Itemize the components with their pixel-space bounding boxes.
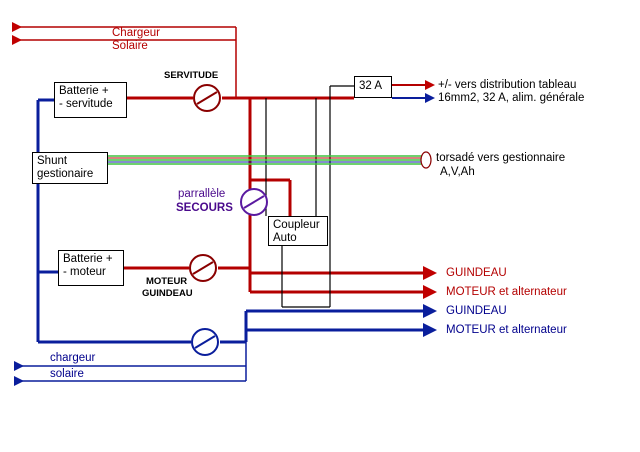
battery-moteur-line2: - moteur	[63, 266, 106, 278]
arrow-moteur-blue	[423, 323, 437, 337]
coupleur-box: Coupleur Auto	[268, 216, 328, 246]
switch-negative	[191, 328, 219, 356]
moteur-alt-blue-label: MOTEUR et alternateur	[446, 324, 567, 336]
switch-servitude	[193, 84, 221, 112]
charger-solar-bottom-wires	[20, 342, 247, 382]
battery-moteur-line1: Batterie +	[63, 253, 113, 265]
solaire-bottom-label: solaire	[50, 368, 84, 380]
switch-parallele	[240, 188, 268, 216]
battery-moteur-box: Batterie + - moteur	[58, 250, 124, 286]
fuse-32a-box: 32 A	[354, 76, 392, 98]
shunt-box: Shunt gestionaire	[32, 152, 108, 184]
arrow-chargeur-bottom	[14, 361, 24, 371]
shunt-line2: gestionaire	[37, 168, 94, 180]
arrow-moteur-red	[423, 285, 437, 299]
arrow-solaire-bottom	[14, 376, 24, 386]
chargeur-bottom-label: chargeur	[50, 352, 96, 364]
coupleur-line1: Coupleur	[273, 219, 320, 231]
torsade-label-2: A,V,Ah	[440, 166, 475, 178]
parallele-label-2: SECOURS	[176, 202, 233, 214]
battery-servitude-line1: Batterie +	[59, 85, 109, 97]
parallele-label-1: parrallèle	[178, 188, 226, 200]
guindeau-blue-label: GUINDEAU	[446, 305, 507, 317]
charger-solar-top-wires	[18, 26, 237, 97]
battery-servitude-line2: - servitude	[59, 98, 113, 110]
moteur-alt-red-label: MOTEUR et alternateur	[446, 286, 567, 298]
positive-wires	[122, 96, 425, 294]
distribution-label-1: +/- vers distribution tableau	[438, 79, 577, 91]
fuse-label: 32 A	[359, 80, 383, 92]
coupleur-line2: Auto	[273, 232, 297, 244]
solaire-top-label: Solaire	[112, 40, 148, 52]
arrow-guindeau-red	[423, 266, 437, 280]
moteur-guindeau-label-1: MOTEUR	[146, 276, 188, 287]
guindeau-red-label: GUINDEAU	[446, 267, 507, 279]
torsade-label-1: torsadé vers gestionnaire	[436, 152, 566, 164]
servitude-label: SERVITUDE	[164, 70, 219, 81]
negative-bus	[36, 98, 425, 344]
shunt-line1: Shunt	[37, 155, 68, 167]
shunt-wires	[108, 155, 422, 165]
battery-servitude-box: Batterie + - servitude	[54, 82, 127, 118]
switch-moteur-guindeau	[189, 254, 217, 282]
arrow-guindeau-blue	[423, 304, 437, 318]
distribution-label-2: 16mm2, 32 A, alim. générale	[438, 92, 585, 104]
moteur-guindeau-label-2: GUINDEAU	[142, 288, 193, 299]
arrow-chargeur-top	[12, 22, 22, 32]
chargeur-top-label: Chargeur	[112, 27, 160, 39]
arrow-solaire-top	[12, 35, 22, 45]
